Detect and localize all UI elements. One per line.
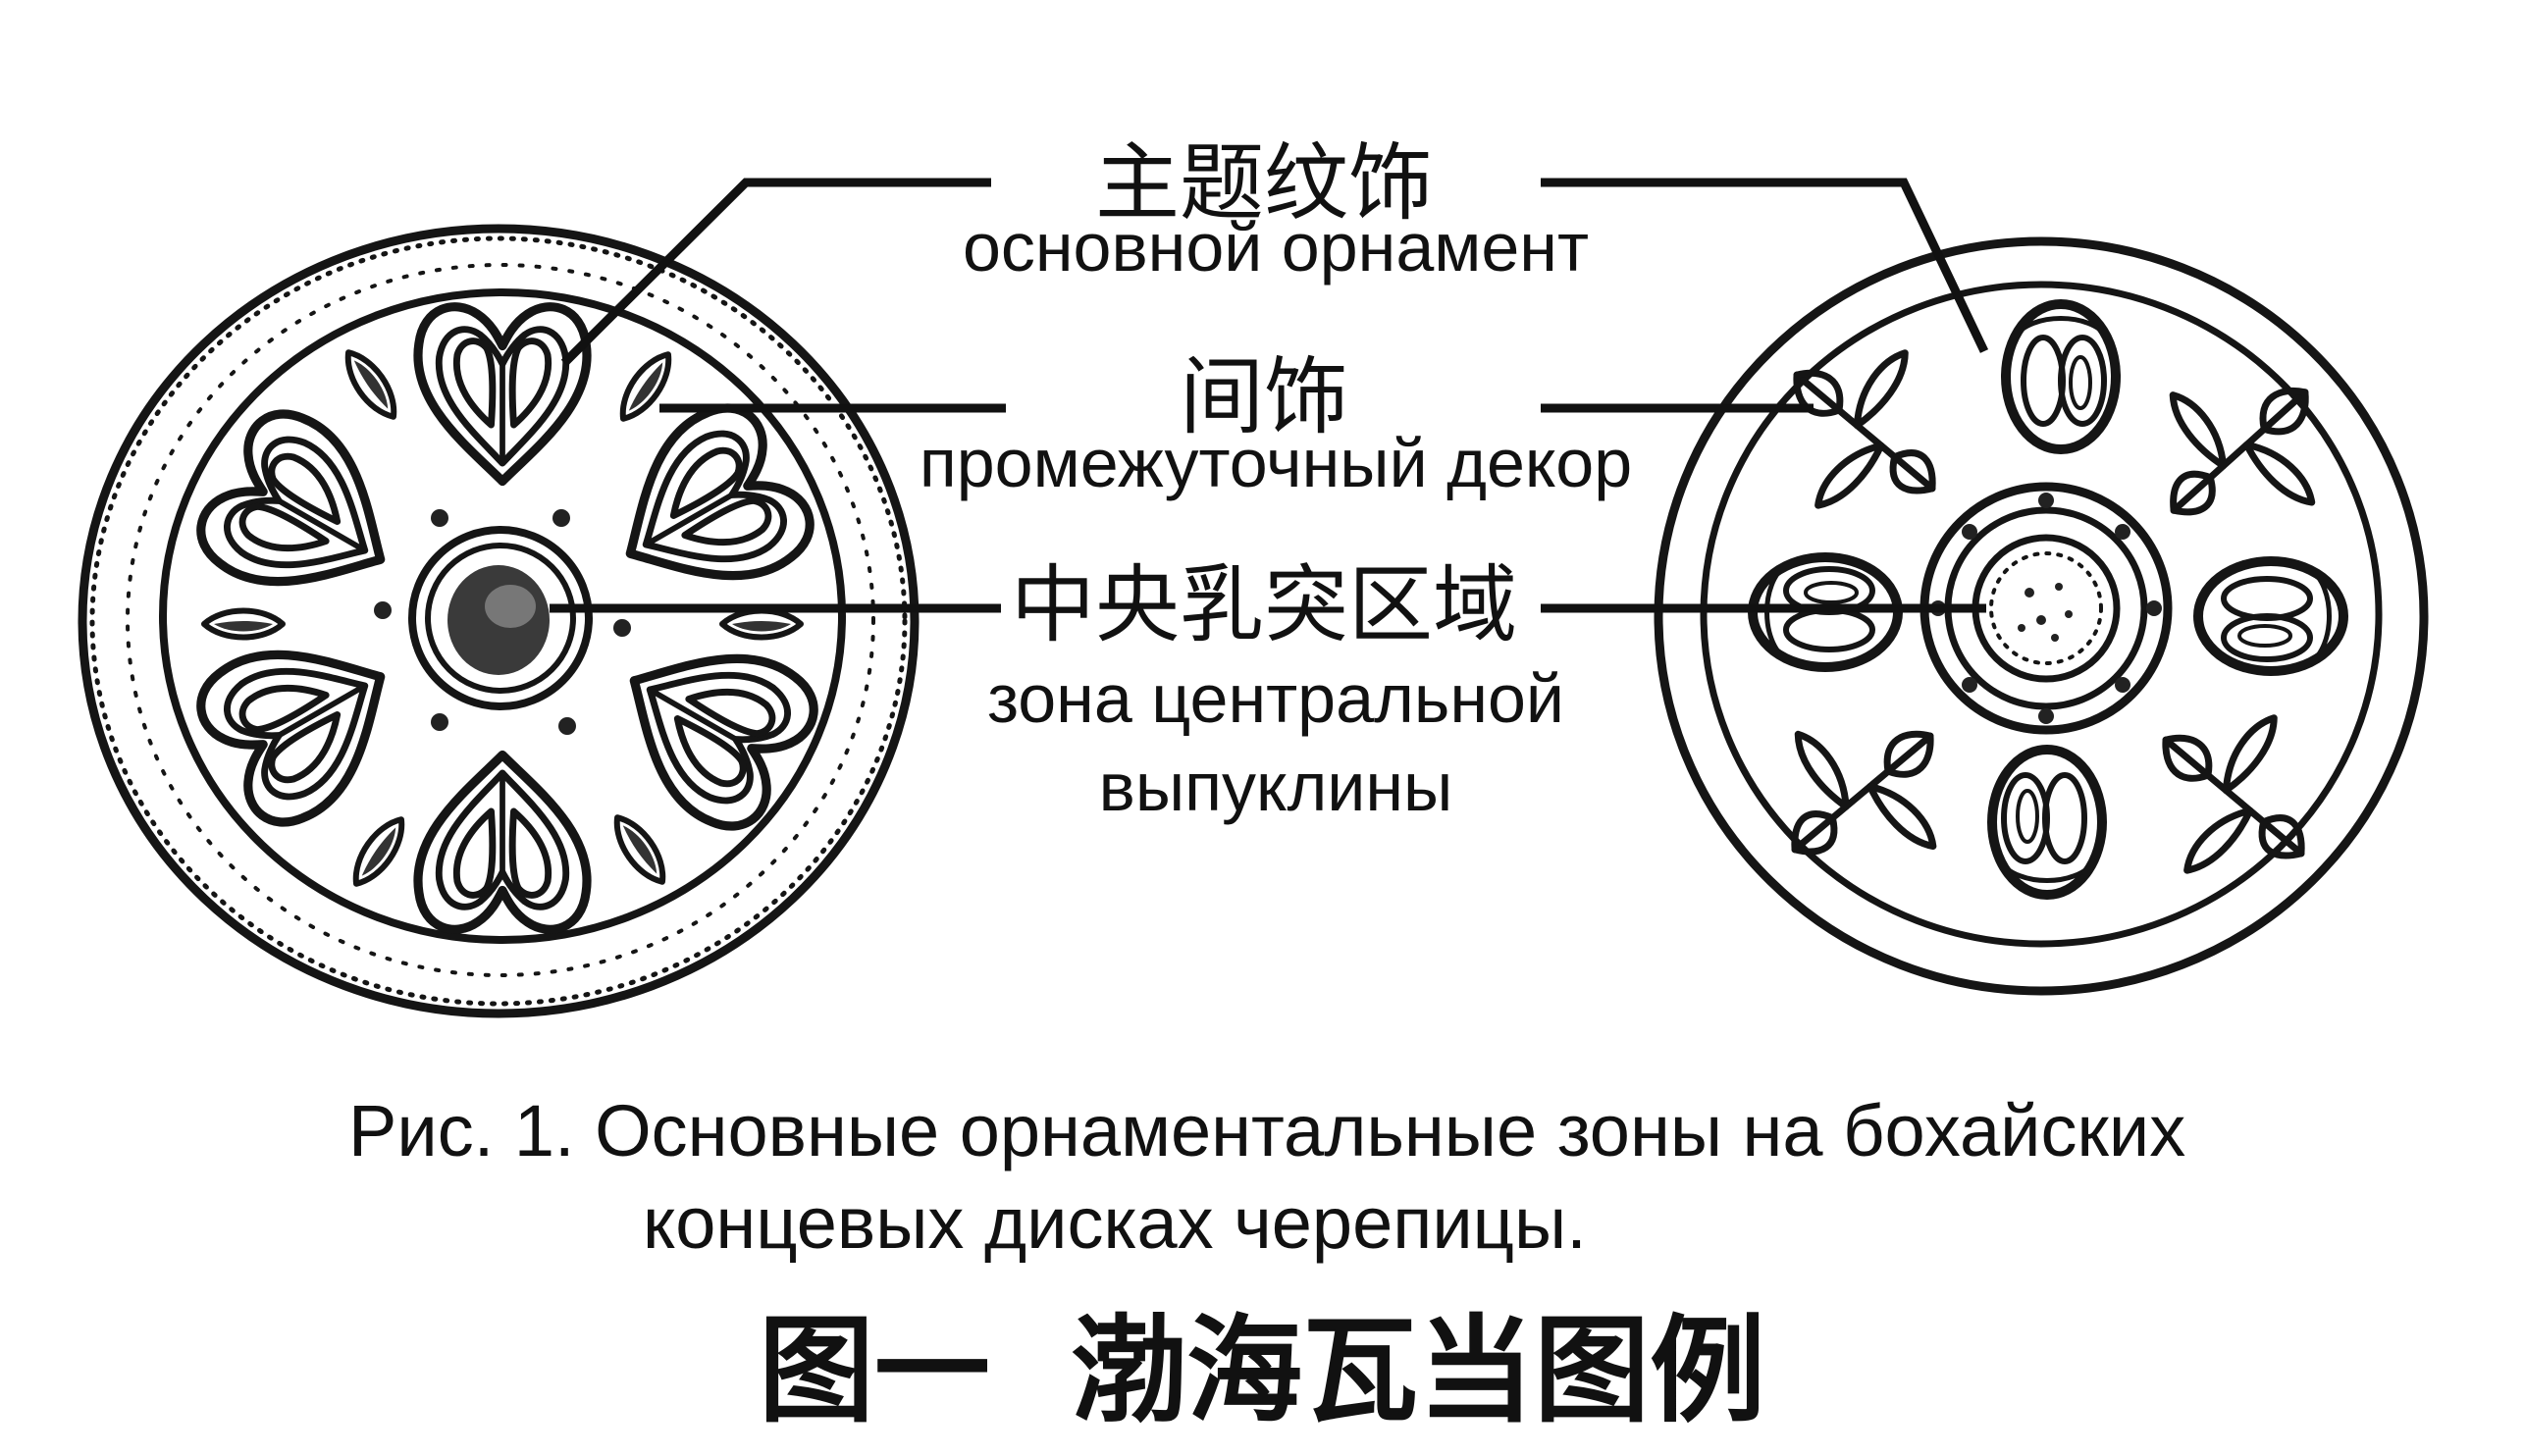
central-boss-label-ru-line1: зона центральной	[987, 660, 1564, 737]
caption-line-1: Рис. 1. Основные орнаментальные зоны на …	[348, 1090, 2185, 1171]
central-boss-label-ru-line2: выпуклины	[1099, 749, 1453, 825]
intermediate-decor-label-cn: 间饰	[1180, 348, 1348, 446]
central-boss-label-cn: 中央乳突区域	[1011, 556, 1517, 654]
intermediate-decor-label-ru: промежуточный декор	[920, 425, 1632, 501]
main-ornament-label-ru: основной орнамент	[963, 209, 1589, 286]
zone-labels: 主题纹饰 основной орнамент 间饰 промежуточный …	[920, 134, 1632, 825]
leader-lines	[550, 178, 1989, 613]
main-ornament-label-cn: 主题纹饰	[1095, 134, 1433, 233]
left-central-boss	[374, 509, 631, 735]
caption-line-2: концевых дисках черепицы.	[643, 1182, 1587, 1264]
figure-title: 图一 渤海瓦当图例	[759, 1303, 1765, 1438]
left-tile-end	[78, 224, 920, 1018]
right-tile-end	[1654, 236, 2429, 996]
figure-caption: Рис. 1. Основные орнаментальные зоны на …	[348, 1090, 2185, 1264]
